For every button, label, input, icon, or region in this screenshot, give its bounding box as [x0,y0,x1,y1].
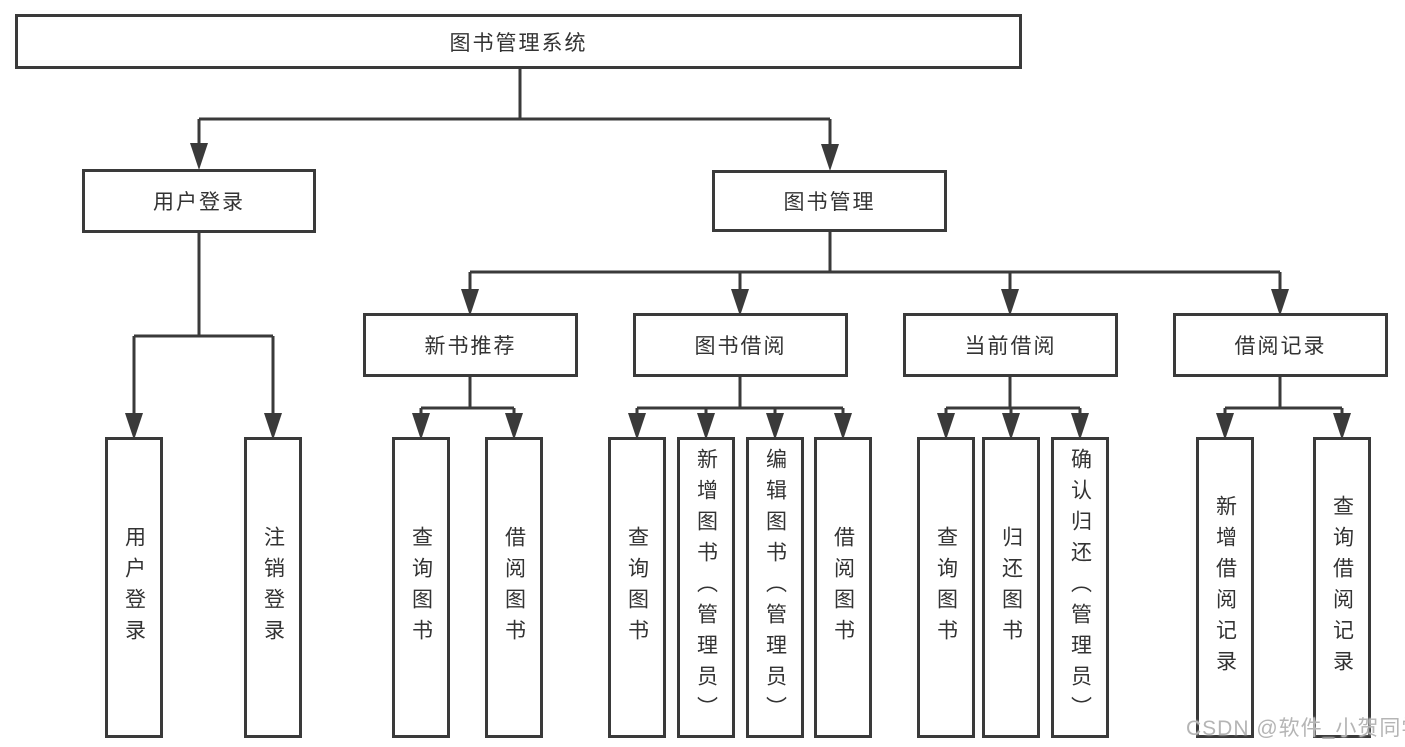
leaf-add-books-admin: 新增图书（管理员） [677,437,735,738]
leaf-label: 新增图书（管理员） [694,448,718,727]
arrowhead-down-icon [412,413,430,440]
arrowhead-down-icon [1333,413,1351,440]
arrowheads-level3 [461,289,1289,316]
connector-book-management-to-level3 [468,232,1282,293]
arrowhead-down-icon [264,413,282,440]
node-book-management: 图书管理 [712,170,947,232]
arrowhead-down-icon [125,413,143,440]
leaf-query-books-recommend: 查询图书 [392,437,450,738]
arrowhead-down-icon [1271,289,1289,316]
arrowhead-down-icon [1001,289,1019,316]
leaf-borrow-books-recommend: 借阅图书 [485,437,543,738]
leaf-return-books: 归还图书 [982,437,1040,738]
leaf-label: 查询借阅记录 [1330,494,1354,681]
leaf-edit-books-admin: 编辑图书（管理员） [746,437,804,738]
connector-new-book-recommend-to-children [419,377,516,418]
node-borrow-records: 借阅记录 [1173,313,1388,377]
arrowhead-down-icon [461,289,479,316]
node-new-book-recommend: 新书推荐 [363,313,578,377]
leaf-query-books-current: 查询图书 [917,437,975,738]
leaf-label: 新增借阅记录 [1213,494,1237,681]
connector-root-to-level2 [197,69,832,148]
leaf-confirm-return-admin: 确认归还（管理员） [1051,437,1109,738]
leaf-query-books-borrow: 查询图书 [608,437,666,738]
arrowhead-down-icon [1071,413,1089,440]
arrowhead-down-icon [937,413,955,440]
leaf-label: 借阅图书 [831,525,855,650]
arrowhead-down-icon [190,143,208,170]
csdn-watermark: CSDN @软件_小贺同学 [1186,717,1405,740]
node-book-borrow: 图书借阅 [633,313,848,377]
node-user-login: 用户登录 [82,169,316,233]
leaf-label: 归还图书 [999,525,1023,650]
arrowhead-down-icon [1002,413,1020,440]
leaf-label: 注销登录 [261,525,285,650]
leaf-label: 确认归还（管理员） [1068,448,1092,727]
arrowheads-level2 [190,143,839,171]
connector-current-borrow-to-children [944,377,1082,418]
leaf-label: 用户登录 [122,525,146,650]
arrowhead-down-icon [697,413,715,440]
leaf-label: 查询图书 [625,525,649,650]
arrowheads-level4 [125,413,1351,440]
node-library-management-system: 图书管理系统 [15,14,1022,69]
node-current-borrow: 当前借阅 [903,313,1118,377]
arrowhead-down-icon [834,413,852,440]
arrowhead-down-icon [766,413,784,440]
arrowhead-down-icon [1216,413,1234,440]
leaf-label: 查询图书 [934,525,958,650]
leaf-label: 借阅图书 [502,525,526,650]
arrowhead-down-icon [731,289,749,316]
leaf-query-borrow-record: 查询借阅记录 [1313,437,1371,738]
leaf-borrow-books: 借阅图书 [814,437,872,738]
connector-book-borrow-to-children [635,377,845,418]
arrowhead-down-icon [628,413,646,440]
arrowhead-down-icon [505,413,523,440]
connector-borrow-records-to-children [1223,377,1344,418]
connector-user-login-to-children [132,233,275,418]
leaf-add-borrow-record: 新增借阅记录 [1196,437,1254,738]
leaf-logout-login: 注销登录 [244,437,302,738]
arrowhead-down-icon [821,144,839,171]
leaf-label: 查询图书 [409,525,433,650]
leaf-label: 编辑图书（管理员） [763,448,787,727]
leaf-user-login: 用户登录 [105,437,163,738]
